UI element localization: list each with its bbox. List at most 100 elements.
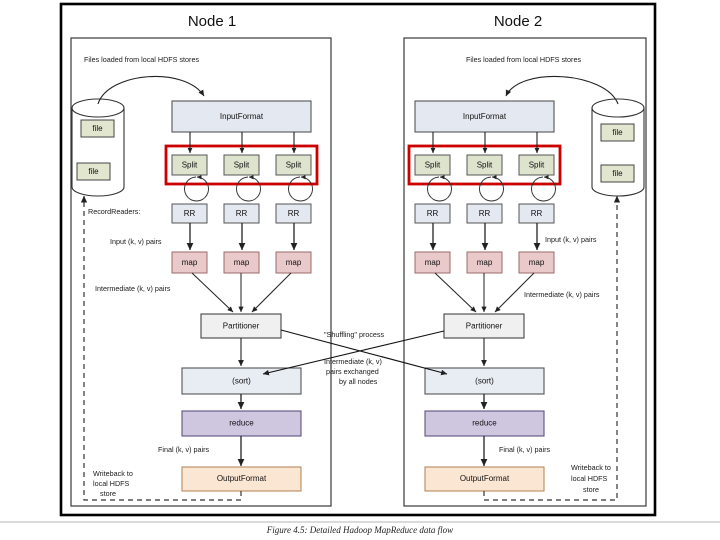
node-2-map-part-arrow-1 bbox=[434, 272, 477, 313]
node-2-reader-loop-3 bbox=[531, 175, 556, 202]
node-2-final-pairs-label: Final (k, v) pairs bbox=[499, 445, 551, 454]
node-2-sort-box bbox=[424, 367, 545, 395]
node-1-final-pairs-label: Final (k, v) pairs bbox=[158, 445, 210, 454]
shuffle-detail-label-1: Intermediate (k, v) bbox=[324, 357, 382, 366]
node-2-writeback-label-3: store bbox=[583, 485, 599, 494]
node-2-map-part-arrow-3 bbox=[494, 272, 535, 313]
node-1-map-label-2: map bbox=[234, 258, 250, 267]
node-2-split-2: Split bbox=[466, 154, 503, 176]
node-2-reader-loop-2 bbox=[479, 175, 504, 202]
node-2-outputformat-box bbox=[424, 466, 545, 492]
node-1-reader-loop-1 bbox=[184, 175, 209, 202]
node-1-map-3: map bbox=[275, 251, 312, 274]
node-1-rr-1: RR bbox=[171, 203, 208, 224]
node-1-hdfs-store: file file bbox=[71, 98, 125, 197]
node-1-rr-label-1: RR bbox=[184, 209, 196, 218]
figure-caption: Figure 4.5: Detailed Hadoop MapReduce da… bbox=[266, 525, 453, 535]
node-2-writeback-path bbox=[483, 195, 621, 501]
node-1-writeback-label-2: local HDFS bbox=[93, 479, 130, 488]
node-2-map-2: map bbox=[466, 251, 503, 274]
node-1-title: Node 1 bbox=[188, 13, 236, 30]
node-1-sort-box bbox=[181, 367, 302, 395]
node-2-input-pairs-label: Input (k, v) pairs bbox=[545, 235, 597, 244]
node-1-rr-label-2: RR bbox=[236, 209, 248, 218]
node-1-outputformat-label: OutputFormat bbox=[217, 474, 267, 483]
node-1-reduce-box bbox=[181, 410, 302, 437]
node-1-writeback-path bbox=[80, 195, 242, 501]
node-1-split-2: Split bbox=[223, 154, 260, 176]
node-2-inputformat-box bbox=[414, 100, 555, 133]
node-2-writeback-label-2: local HDFS bbox=[571, 474, 608, 483]
node-2-reader-loop-1 bbox=[427, 175, 452, 202]
node-2-load-arrow bbox=[505, 75, 619, 105]
node-1-rr-3: RR bbox=[275, 203, 312, 224]
node-2-inputformat-label: InputFormat bbox=[463, 112, 507, 121]
node-1-map-1: map bbox=[171, 251, 208, 274]
node-2-map-label-1: map bbox=[425, 258, 441, 267]
node-2-outputformat-label: OutputFormat bbox=[460, 474, 510, 483]
node-2-sort-label: (sort) bbox=[475, 377, 494, 386]
node-2-split-3: Split bbox=[518, 154, 555, 176]
node-1-map-2: map bbox=[223, 251, 260, 274]
node-1-sort-label: (sort) bbox=[232, 377, 251, 386]
node-2-partitioner-box bbox=[443, 313, 525, 339]
node-1-reader-loop-3 bbox=[288, 175, 313, 202]
node-1-split-label-3: Split bbox=[286, 161, 302, 170]
node-2-split-label-2: Split bbox=[477, 161, 493, 170]
node-1-split-1: Split bbox=[171, 154, 208, 176]
node-1-recordreaders-label: RecordReaders: bbox=[88, 207, 140, 216]
node-2-intermediate-pairs-label: Intermediate (k, v) pairs bbox=[524, 290, 600, 299]
node-1-file-label-2: file bbox=[88, 167, 99, 176]
node-2-split-label-1: Split bbox=[425, 161, 441, 170]
node-1-rr-label-3: RR bbox=[288, 209, 300, 218]
shuffle-line-right-to-left bbox=[262, 330, 445, 376]
node-1-input-pairs-label: Input (k, v) pairs bbox=[110, 237, 162, 246]
node-1-map-part-arrow-1 bbox=[191, 272, 234, 313]
node-2-hdfs-store: file file bbox=[591, 98, 645, 197]
node-2-file-box-1 bbox=[600, 123, 635, 142]
node-2-reduce-box bbox=[424, 410, 545, 437]
node-1-files-loaded-label: Files loaded from local HDFS stores bbox=[84, 55, 199, 64]
node-1-intermediate-pairs-label: Intermediate (k, v) pairs bbox=[95, 284, 171, 293]
node-1-load-arrow bbox=[97, 75, 205, 105]
node-1-map-label-1: map bbox=[182, 258, 198, 267]
node-2-split-1: Split bbox=[414, 154, 451, 176]
node-1-writeback-label-1: Writeback to bbox=[93, 469, 133, 478]
node-2-file-label-1: file bbox=[612, 128, 623, 137]
node-1-partitioner-label: Partitioner bbox=[223, 322, 260, 331]
node-1-split-label-2: Split bbox=[234, 161, 250, 170]
node-1-inputformat-label: InputFormat bbox=[220, 112, 264, 121]
node-2-title: Node 2 bbox=[494, 13, 542, 30]
node-1-map-label-3: map bbox=[286, 258, 302, 267]
node-1-map-part-arrow-3 bbox=[251, 272, 292, 313]
node-1-file-box-2 bbox=[76, 162, 111, 181]
node-1-reduce-label: reduce bbox=[229, 419, 254, 428]
node-1-rr-2: RR bbox=[223, 203, 260, 224]
node-1-file-box-1 bbox=[80, 119, 115, 138]
node-2-rr-label-2: RR bbox=[479, 209, 491, 218]
node-2-rr-label-3: RR bbox=[531, 209, 543, 218]
shuffle-title-label: "Shuffling" process bbox=[324, 330, 385, 339]
node-2-files-loaded-label: Files loaded from local HDFS stores bbox=[466, 55, 581, 64]
node-2-rr-1: RR bbox=[414, 203, 451, 224]
shuffle-line-left-to-right bbox=[280, 329, 448, 376]
node-2-rr-2: RR bbox=[466, 203, 503, 224]
node-2-rr-label-1: RR bbox=[427, 209, 439, 218]
node-1-writeback-label-3: store bbox=[100, 489, 116, 498]
node-1-reader-loop-2 bbox=[236, 175, 261, 202]
node-1-partitioner-box bbox=[200, 313, 282, 339]
node-2-split-label-3: Split bbox=[529, 161, 545, 170]
node-2-file-box-2 bbox=[600, 164, 635, 183]
shuffle-detail-label-2: pairs exchanged bbox=[326, 367, 379, 376]
shuffle-detail-label-3: by all nodes bbox=[339, 377, 378, 386]
node-1-outputformat-box bbox=[181, 466, 302, 492]
node-2-map-label-3: map bbox=[529, 258, 545, 267]
node-2-file-label-2: file bbox=[612, 169, 623, 178]
node-2-rr-3: RR bbox=[518, 203, 555, 224]
node-1-split-label-1: Split bbox=[182, 161, 198, 170]
node-2-writeback-label-1: Writeback to bbox=[571, 463, 611, 472]
node-1-split-3: Split bbox=[275, 154, 312, 176]
node-2-partitioner-label: Partitioner bbox=[466, 322, 503, 331]
